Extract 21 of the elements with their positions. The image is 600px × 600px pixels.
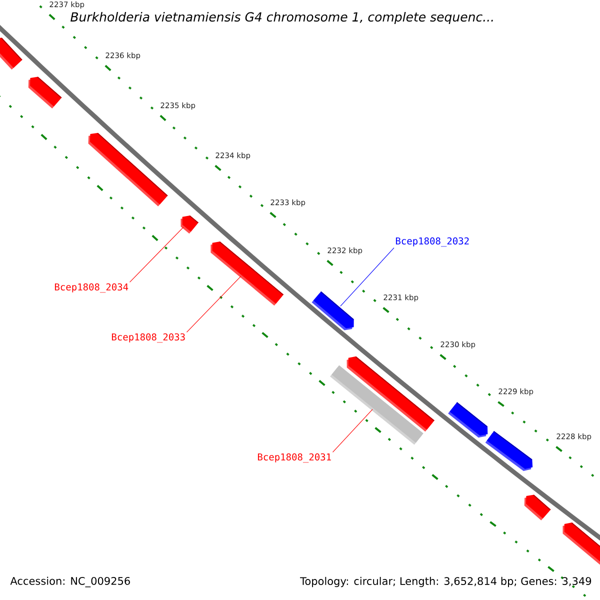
gene-feature [524, 494, 551, 520]
gene-feature [485, 430, 533, 472]
gene-feature [448, 402, 488, 438]
title: Burkholderia vietnamiensis G4 chromosome 1, complete sequenc... [70, 12, 493, 24]
gene-label: Bcep1808_2031 [258, 453, 331, 463]
gene-feature [562, 522, 600, 567]
leader-line [186, 276, 242, 332]
gene-label: Bcep1808_2034 [54, 283, 128, 293]
gene-feature [180, 215, 199, 234]
footer-text: Accession: NC_009256 [10, 576, 130, 588]
gene-feature [0, 38, 22, 70]
gene-bar [330, 365, 424, 445]
gene-feature [28, 76, 62, 108]
gene-label: Bcep1808_2033 [112, 333, 185, 343]
leader-line [332, 409, 373, 452]
gene-feature [210, 241, 284, 306]
leader-line [129, 226, 184, 282]
gene-label: Bcep1808_2032 [396, 237, 469, 247]
leader-line [340, 248, 394, 306]
gene-feature [312, 291, 354, 330]
gene-feature [88, 132, 168, 206]
